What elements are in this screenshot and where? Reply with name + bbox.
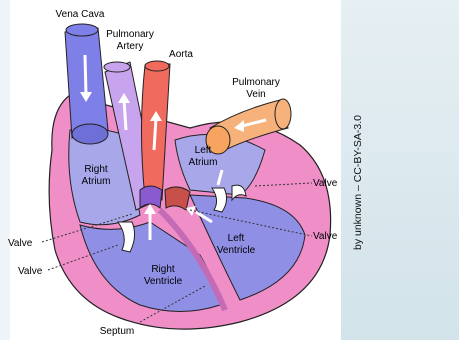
label-right-atrium-2: Atrium — [82, 176, 111, 187]
label-left-ventricle-1: Left — [228, 233, 245, 244]
label-left-atrium-1: Left — [195, 145, 212, 156]
label-pulmonary-vein-1: Pulmonary — [232, 77, 280, 88]
aorta-top — [145, 61, 169, 71]
credit-text: by unknown – CC-BY-SA-3.0 — [352, 115, 364, 250]
label-pulmonary-artery-2: Artery — [117, 41, 144, 52]
flow-arrow — [154, 118, 156, 150]
aortic-valve — [165, 187, 190, 210]
label-aorta: Aorta — [169, 49, 193, 60]
label-right-atrium-1: Right — [84, 164, 108, 175]
label-valve-right-lower: Valve — [18, 266, 43, 277]
label-vena-cava: Vena Cava — [56, 9, 105, 20]
label-valve-mitral: Valve — [313, 178, 338, 189]
label-septum: Septum — [100, 326, 134, 337]
label-pulmonary-artery-1: Pulmonary — [106, 29, 154, 40]
label-right-ventricle-1: Right — [151, 264, 175, 275]
vena-cava-top — [66, 24, 98, 36]
label-valve-aortic: Valve — [313, 231, 338, 242]
pulmonary-artery-top — [104, 62, 130, 72]
label-valve-tricuspid: Valve — [8, 238, 33, 249]
vena-cava-opening — [72, 124, 108, 144]
flow-arrow — [85, 55, 86, 95]
label-left-ventricle-2: Ventricle — [217, 245, 256, 256]
flow-arrow — [124, 100, 126, 130]
label-left-atrium-2: Atrium — [189, 157, 218, 168]
pulmonary-vein-end — [275, 99, 291, 129]
label-right-ventricle-2: Ventricle — [144, 276, 183, 287]
label-pulmonary-vein-2: Vein — [246, 89, 265, 100]
